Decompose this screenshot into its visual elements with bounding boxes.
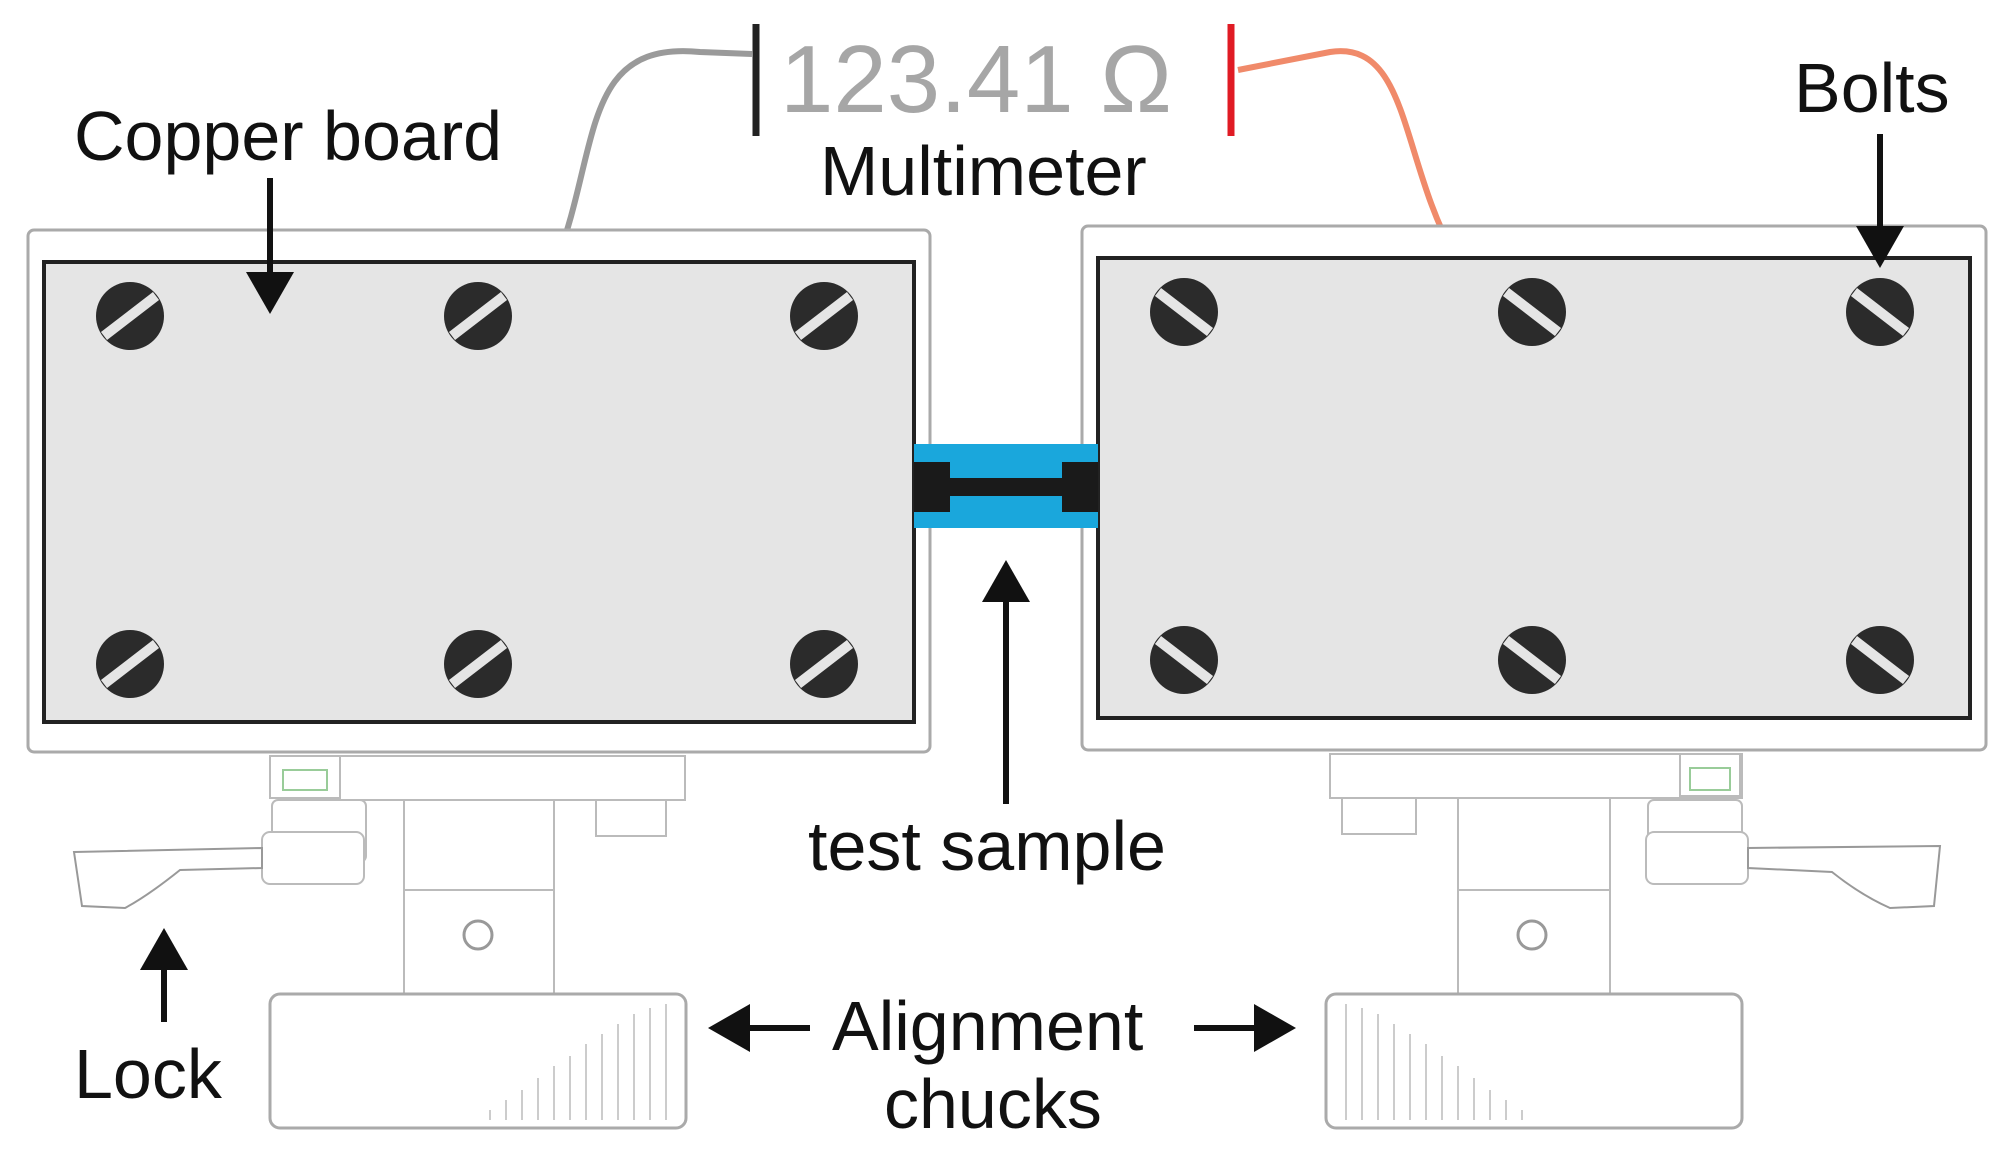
copper-board-label: Copper board xyxy=(74,97,502,175)
right-copper-board xyxy=(1080,224,1988,752)
left-wire xyxy=(553,48,753,264)
multimeter-label: Multimeter xyxy=(820,132,1147,210)
left-alignment-chuck xyxy=(268,992,688,1130)
bolt-icon xyxy=(1150,626,1218,694)
bolt-icon xyxy=(444,630,512,698)
bolt-icon xyxy=(1498,626,1566,694)
right-alignment-chuck xyxy=(1324,992,1744,1130)
right-lock-lever xyxy=(1747,844,1942,910)
bolt-icon xyxy=(1150,278,1218,346)
lock-label: Lock xyxy=(74,1035,223,1113)
bolt-icon xyxy=(1846,278,1914,346)
bolts-label: Bolts xyxy=(1794,49,1950,127)
bolt-icon xyxy=(790,282,858,350)
right-wire xyxy=(1237,48,1459,260)
bolt-icon xyxy=(96,282,164,350)
test-sample xyxy=(914,444,1098,528)
bolt-icon xyxy=(1846,626,1914,694)
bolt-icon xyxy=(790,630,858,698)
bolt-icon xyxy=(96,630,164,698)
alignment-label: Alignment xyxy=(832,987,1143,1065)
left-copper-board xyxy=(26,228,932,754)
multimeter-reading: 123.41 Ω xyxy=(780,26,1172,133)
test-sample-label: test sample xyxy=(808,807,1166,885)
lock-lever xyxy=(72,846,263,910)
right-chuck-assembly xyxy=(1324,753,1942,1130)
bolt-icon xyxy=(1498,278,1566,346)
bolt-icon xyxy=(444,282,512,350)
left-chuck-assembly xyxy=(72,755,688,1130)
chucks-label: chucks xyxy=(884,1065,1102,1143)
